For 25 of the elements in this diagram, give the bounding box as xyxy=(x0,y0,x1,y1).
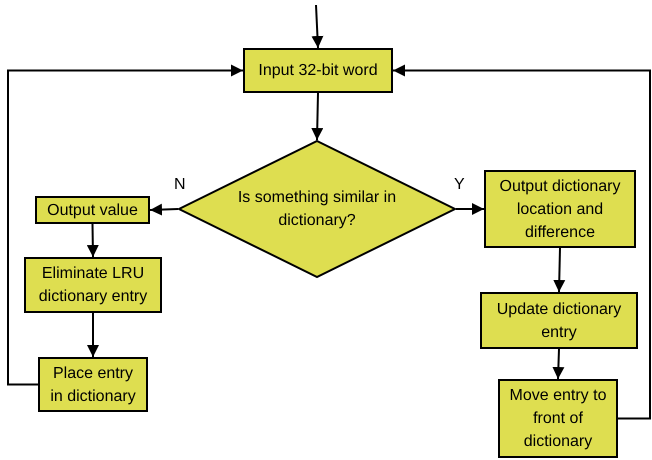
process-box xyxy=(38,357,148,412)
box-text: Output value xyxy=(47,200,138,220)
arrow xyxy=(456,203,484,215)
process-box xyxy=(24,257,162,313)
arrow xyxy=(311,4,324,48)
box-text: Eliminate LRU dictionary entry xyxy=(38,264,148,307)
process-box xyxy=(35,196,150,224)
process-box xyxy=(484,170,636,248)
box-text: Place entry in dictionary xyxy=(49,364,137,406)
process-box xyxy=(498,379,618,458)
arrow xyxy=(311,92,324,140)
box-text: Is something similar in dictionary? xyxy=(236,188,398,231)
arrow xyxy=(7,64,243,386)
arrow xyxy=(150,204,178,216)
process-box xyxy=(480,292,638,349)
arrow xyxy=(552,348,564,380)
process-box xyxy=(243,48,393,93)
box-text: Update dictionary entry xyxy=(496,300,622,342)
arrow xyxy=(86,224,99,258)
box-text: Output dictionary location and difference xyxy=(498,176,622,242)
arrow xyxy=(553,248,566,292)
box-text: Move entry to front of dictionary xyxy=(508,386,608,452)
arrow xyxy=(87,313,99,357)
box-text: Input 32-bit word xyxy=(258,61,378,81)
arrow xyxy=(393,64,651,420)
